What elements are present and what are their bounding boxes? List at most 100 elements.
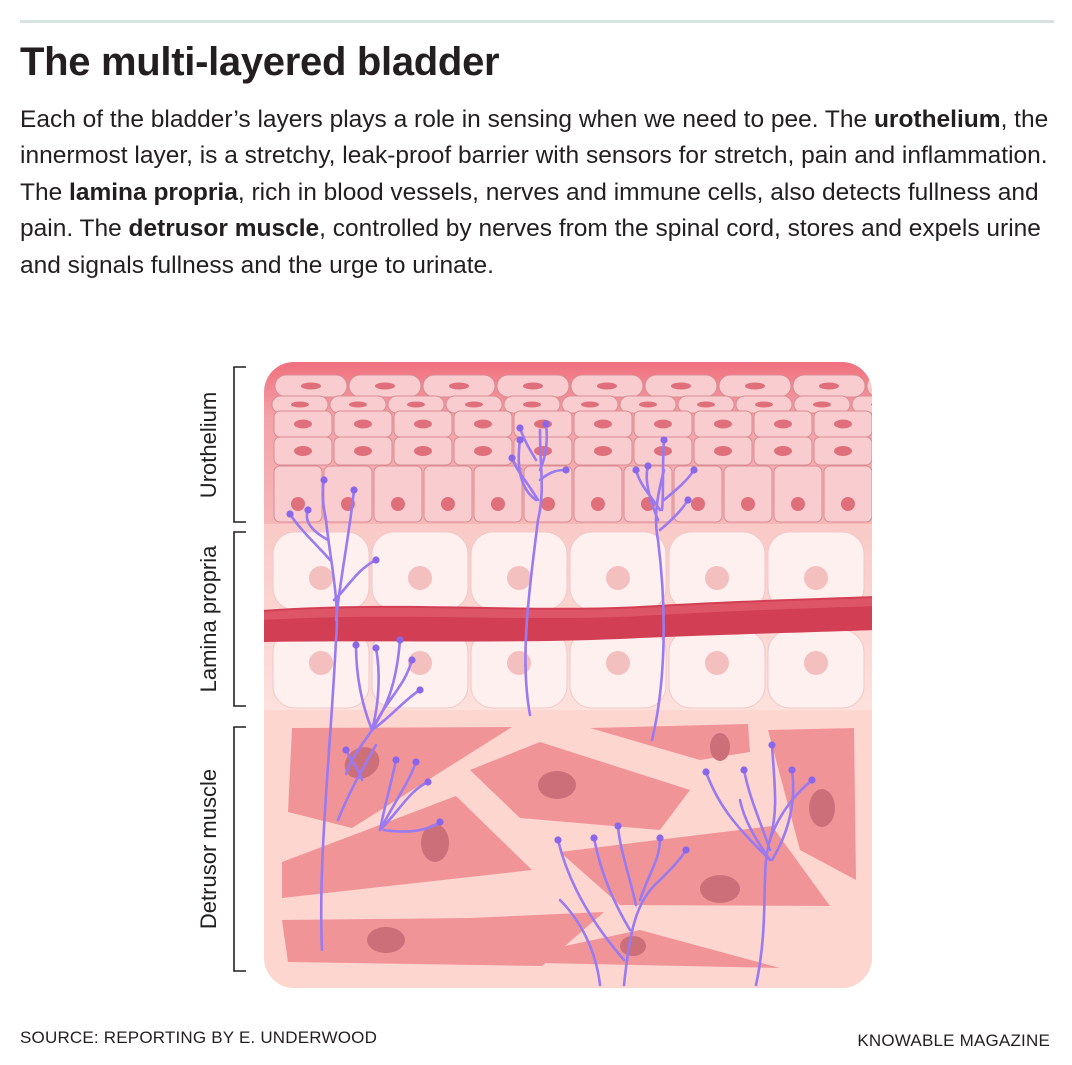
- intro-text-3: , rich in blood vessels, nerves and immu…: [20, 178, 1039, 243]
- cell-nucleus: [813, 401, 831, 408]
- nerve-branch: [558, 898, 602, 987]
- muscle-nucleus: [710, 733, 730, 761]
- muscle-nucleus: [367, 927, 405, 953]
- label-lamina-propria: Lamina propria: [196, 545, 221, 693]
- cell-nucleus: [894, 446, 912, 456]
- lamina-propria-cells: [272, 531, 865, 709]
- nerve-branch: [634, 468, 662, 512]
- nerve-branch: [370, 658, 414, 732]
- nerve-branch: [556, 838, 626, 962]
- muscle-nucleus: [809, 789, 835, 827]
- nerve-fibers: [288, 422, 814, 987]
- nerve-ending: [644, 462, 652, 470]
- cell-nucleus: [591, 497, 605, 511]
- cell-nucleus: [774, 419, 792, 429]
- cell-nucleus: [523, 382, 543, 390]
- nerve-ending: [690, 466, 698, 474]
- cell-nucleus: [671, 382, 691, 390]
- urothelium-cell: [373, 465, 423, 523]
- urothelium-cells: [271, 374, 932, 523]
- muscle-nucleus: [620, 936, 646, 956]
- intro-paragraph: Each of the bladder’s layers plays a rol…: [20, 102, 1050, 284]
- cell-nucleus: [871, 401, 872, 408]
- cell-nucleus: [291, 497, 305, 511]
- nerve-ending: [562, 466, 570, 474]
- cell-nucleus: [414, 419, 432, 429]
- urothelium-cell: [823, 465, 872, 523]
- lamina-nucleus: [705, 651, 729, 675]
- cell-nucleus: [581, 401, 599, 408]
- lamina-nucleus: [606, 651, 630, 675]
- cell-nucleus: [834, 419, 852, 429]
- nerve-ending: [436, 818, 444, 826]
- bracket-urothelium: [233, 366, 246, 523]
- cell-nucleus: [349, 401, 367, 408]
- nerve-branch: [742, 768, 772, 852]
- cell-nucleus: [491, 497, 505, 511]
- nerve-ending: [286, 510, 294, 518]
- nerve-branch: [638, 836, 662, 902]
- nerve-branch: [616, 824, 638, 907]
- nerve-ending: [614, 822, 622, 830]
- cell-nucleus: [534, 446, 552, 456]
- nerve-ending: [342, 746, 350, 754]
- muscle-cell: [560, 826, 830, 906]
- nerve-ending: [684, 496, 692, 504]
- urothelium-cell: [673, 465, 723, 523]
- lamina-nucleus: [804, 566, 828, 590]
- label-detrusor-muscle: Detrusor muscle: [196, 769, 221, 929]
- term-detrusor-muscle: detrusor muscle: [128, 215, 320, 243]
- bracket-detrusor-muscle: [233, 726, 246, 972]
- nerve-branch: [378, 780, 430, 832]
- urothelium-cell: [423, 465, 473, 523]
- nerve-ending: [516, 424, 524, 432]
- cell-nucleus: [791, 497, 805, 511]
- nerve-branch: [370, 646, 380, 732]
- nerve-branch: [770, 768, 795, 862]
- lamina-nucleus: [309, 566, 333, 590]
- nerve-branch: [622, 848, 688, 987]
- cell-nucleus: [774, 446, 792, 456]
- nerve-endings: [286, 420, 816, 854]
- cell-nucleus: [691, 497, 705, 511]
- nerve-ending: [416, 686, 424, 694]
- nerve-ending: [656, 834, 664, 842]
- intro-text-2: , the innermost layer, is a stretchy, le…: [20, 106, 1049, 206]
- muscle-cell: [282, 796, 532, 898]
- top-divider: [20, 20, 1054, 23]
- urothelium-cell: [323, 465, 373, 523]
- urothelium-cell: [866, 374, 872, 398]
- nerve-ending: [508, 454, 516, 462]
- cell-nucleus: [714, 446, 732, 456]
- intro-text-1: Each of the bladder’s layers plays a rol…: [20, 106, 874, 133]
- nerve-ending: [412, 758, 420, 766]
- detrusor-muscle-cells: [282, 724, 856, 968]
- muscle-cell: [470, 742, 690, 830]
- lamina-nucleus: [804, 651, 828, 675]
- nerve-ending: [372, 556, 380, 564]
- nerve-branch: [344, 728, 374, 776]
- cell-nucleus: [301, 382, 321, 390]
- bracket-lamina-propria: [233, 531, 246, 707]
- cell-nucleus: [474, 419, 492, 429]
- cell-nucleus: [294, 446, 312, 456]
- cell-nucleus: [354, 446, 372, 456]
- cell-nucleus: [741, 497, 755, 511]
- nerve-ending: [702, 768, 710, 776]
- urothelium-cell: [573, 465, 623, 523]
- urothelium-cell: [851, 395, 872, 414]
- muscle-nucleus: [700, 875, 740, 903]
- nerve-branch: [738, 798, 772, 862]
- nerve-ending: [740, 766, 748, 774]
- nerve-ending: [372, 644, 380, 652]
- muscle-nucleus: [538, 771, 576, 799]
- nerve-branch: [288, 512, 332, 562]
- nerve-ending: [682, 846, 690, 854]
- urothelium-cell: [874, 466, 922, 522]
- nerve-branch: [538, 422, 549, 472]
- urothelium-cell: [874, 437, 932, 465]
- lamina-nucleus: [507, 651, 531, 675]
- tissue-panel: [264, 362, 932, 988]
- nerve-branch: [517, 438, 538, 502]
